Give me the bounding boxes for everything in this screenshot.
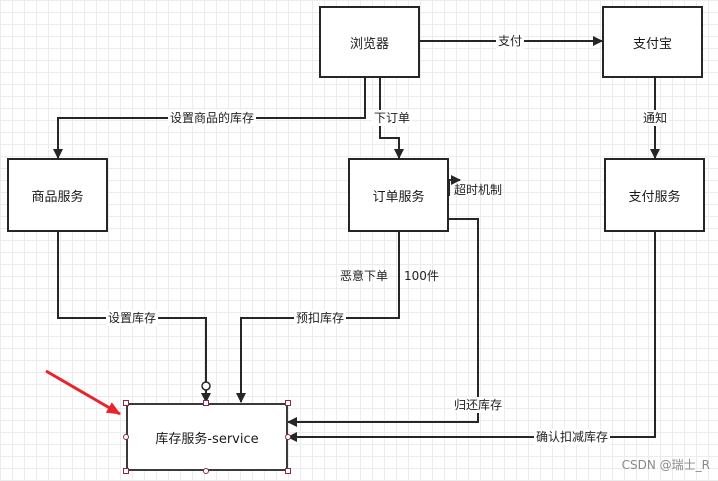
node-goods-service-label: 商品服务 — [31, 189, 84, 205]
node-inventory-service-label: 库存服务-service — [155, 431, 259, 447]
watermark: CSDN @瑞士_R — [621, 458, 710, 472]
edge-payment-to-inventory[interactable] — [287, 232, 656, 442]
resize-handle-right[interactable] — [285, 434, 291, 440]
edge-order-return-inventory[interactable] — [287, 218, 479, 427]
node-inventory-service[interactable]: 库存服务-service — [126, 403, 288, 471]
edge-label-malicious-order: 恶意下单 — [340, 269, 389, 283]
resize-handle-bottom-left[interactable] — [123, 468, 129, 474]
node-order-service[interactable]: 订单服务 — [348, 158, 449, 232]
edge-browser-to-order[interactable] — [379, 78, 404, 159]
resize-handle-bottom[interactable] — [203, 468, 209, 474]
edge-label-notify: 通知 — [641, 110, 670, 126]
edge-label-return-inventory: 归还库存 — [452, 397, 505, 413]
node-goods-service[interactable]: 商品服务 — [7, 158, 108, 232]
edge-label-set-inventory: 设置库存 — [106, 310, 159, 326]
resize-handle-top-left[interactable] — [123, 400, 129, 406]
connection-point — [201, 381, 211, 391]
annotation-arrow-red — [45, 369, 121, 416]
edge-label-place-order: 下订单 — [372, 110, 413, 126]
edge-label-confirm-deduct: 确认扣减库存 — [534, 429, 611, 445]
edge-label-quantity: 100件 — [404, 269, 439, 283]
node-alipay[interactable]: 支付宝 — [602, 6, 703, 78]
node-alipay-label: 支付宝 — [632, 36, 672, 52]
edge-label-timeout: 超时机制 — [454, 183, 503, 197]
node-order-service-label: 订单服务 — [372, 189, 425, 205]
node-payment-service[interactable]: 支付服务 — [604, 158, 705, 232]
resize-handle-bottom-right[interactable] — [285, 468, 291, 474]
node-payment-service-label: 支付服务 — [628, 189, 681, 205]
edge-label-pre-deduct: 预扣库存 — [294, 310, 347, 326]
resize-handle-top-right[interactable] — [285, 400, 291, 406]
node-browser-label: 浏览器 — [349, 36, 389, 52]
edge-label-pay: 支付 — [496, 33, 525, 49]
edge-label-set-goods-inventory: 设置商品的库存 — [168, 110, 257, 126]
resize-handle-left[interactable] — [123, 434, 129, 440]
node-browser[interactable]: 浏览器 — [319, 6, 420, 78]
edge-order-timeout-loop[interactable] — [448, 175, 461, 196]
resize-handle-top[interactable] — [203, 400, 209, 406]
